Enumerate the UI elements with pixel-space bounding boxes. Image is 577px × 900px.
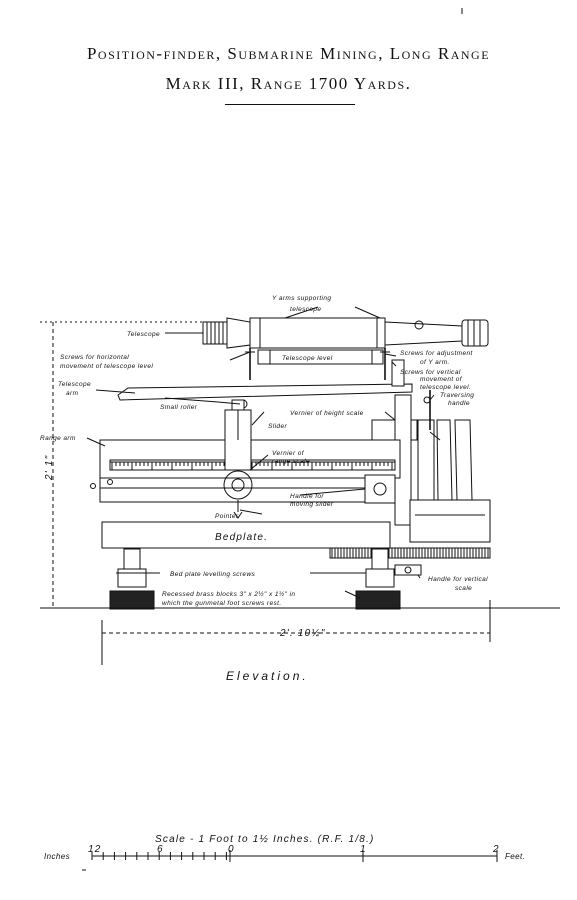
scale-tick-2: 2 bbox=[492, 844, 500, 855]
label-slider: Slider bbox=[268, 423, 287, 430]
label-handle-slider: Handle for bbox=[290, 493, 324, 500]
label-recessed: Recessed brass blocks 3" x 2½" x 1½" in bbox=[162, 590, 295, 598]
label-handle-vertical: Handle for vertical bbox=[428, 576, 488, 583]
label-screws-horizontal: Screws for horizontal bbox=[60, 354, 129, 361]
label-range-arm: Range arm bbox=[40, 435, 76, 442]
telescope-arm bbox=[117, 383, 413, 401]
label-telescope: Telescope bbox=[127, 331, 160, 338]
label-telescope-arm-2: arm bbox=[66, 390, 79, 397]
label-traversing-2: handle bbox=[448, 400, 470, 407]
label-vernier-height: Vernier of height scale bbox=[290, 410, 364, 417]
label-recessed-2: which the gunmetal foot screws rest. bbox=[162, 600, 282, 607]
scale-tick-6: 6 bbox=[157, 844, 164, 855]
label-vernier-range-2: range scale bbox=[272, 458, 310, 465]
label-handle-slider-2: moving slider bbox=[290, 501, 334, 508]
vertical-scale-handle bbox=[394, 564, 422, 576]
scale-caption: Scale - 1 Foot to 1½ Inches. (R.F. 1/8.) bbox=[155, 834, 375, 845]
label-screws-vertical-2: movement of bbox=[420, 376, 463, 383]
label-screws-y-arm: Screws for adjustment bbox=[400, 350, 473, 357]
scale-tick-12: 12 bbox=[88, 844, 102, 855]
telescope bbox=[202, 317, 489, 349]
label-small-roller: Small roller bbox=[160, 404, 198, 411]
label-handle-vertical-2: scale bbox=[455, 585, 472, 592]
range-arm bbox=[90, 439, 401, 503]
width-label: 2'. 10½" bbox=[279, 628, 326, 639]
slider bbox=[223, 399, 253, 519]
scale-right-unit: Feet. bbox=[505, 852, 525, 861]
label-telescope-arm: Telescope bbox=[58, 381, 91, 388]
label-levelling: Bed plate levelling screws bbox=[170, 571, 256, 578]
scale-left-unit: Inches bbox=[44, 852, 70, 861]
traverse-gear bbox=[329, 547, 491, 559]
label-y-arms: Y arms supporting bbox=[272, 295, 331, 302]
scale-bar: Scale - 1 Foot to 1½ Inches. (R.F. 1/8.)… bbox=[44, 834, 525, 871]
height-dimension bbox=[40, 321, 203, 608]
height-label: 2' 1" bbox=[44, 455, 55, 481]
telescope-level bbox=[257, 349, 384, 365]
y-arms bbox=[249, 348, 386, 380]
bedplate bbox=[101, 521, 391, 549]
label-screws-vertical: Screws for vertical bbox=[400, 369, 461, 376]
title-line-2: Mark III, Range 1700 Yards. bbox=[165, 74, 412, 93]
width-dimension bbox=[101, 600, 491, 665]
elevation-caption: Elevation. bbox=[226, 669, 309, 683]
label-telescope-level: Telescope level bbox=[282, 355, 333, 362]
height-scale-column bbox=[371, 394, 491, 543]
levelling-screw-right bbox=[355, 548, 401, 610]
label-vernier-range: Vernier of bbox=[272, 450, 305, 457]
scale-tick-1: 1 bbox=[360, 844, 367, 855]
label-screws-horizontal-2: movement of telescope level bbox=[60, 363, 153, 370]
y-arm-block bbox=[391, 359, 405, 387]
levelling-screw-left bbox=[109, 548, 155, 610]
label-pointer: Pointer bbox=[215, 513, 239, 520]
label-bedplate: Bedplate. bbox=[215, 532, 268, 543]
title-line-1: Position-finder, Submarine Mining, Long … bbox=[86, 44, 491, 63]
slider-handle bbox=[364, 474, 396, 504]
scale-tick-0: 0 bbox=[228, 844, 235, 855]
title-underline bbox=[225, 104, 355, 105]
label-screws-vertical-3: telescope level. bbox=[420, 384, 471, 391]
label-traversing: Traversing bbox=[440, 392, 474, 399]
label-y-arms-2: telescope bbox=[290, 306, 321, 313]
label-screws-y-arm-2: of Y arm. bbox=[420, 359, 450, 366]
